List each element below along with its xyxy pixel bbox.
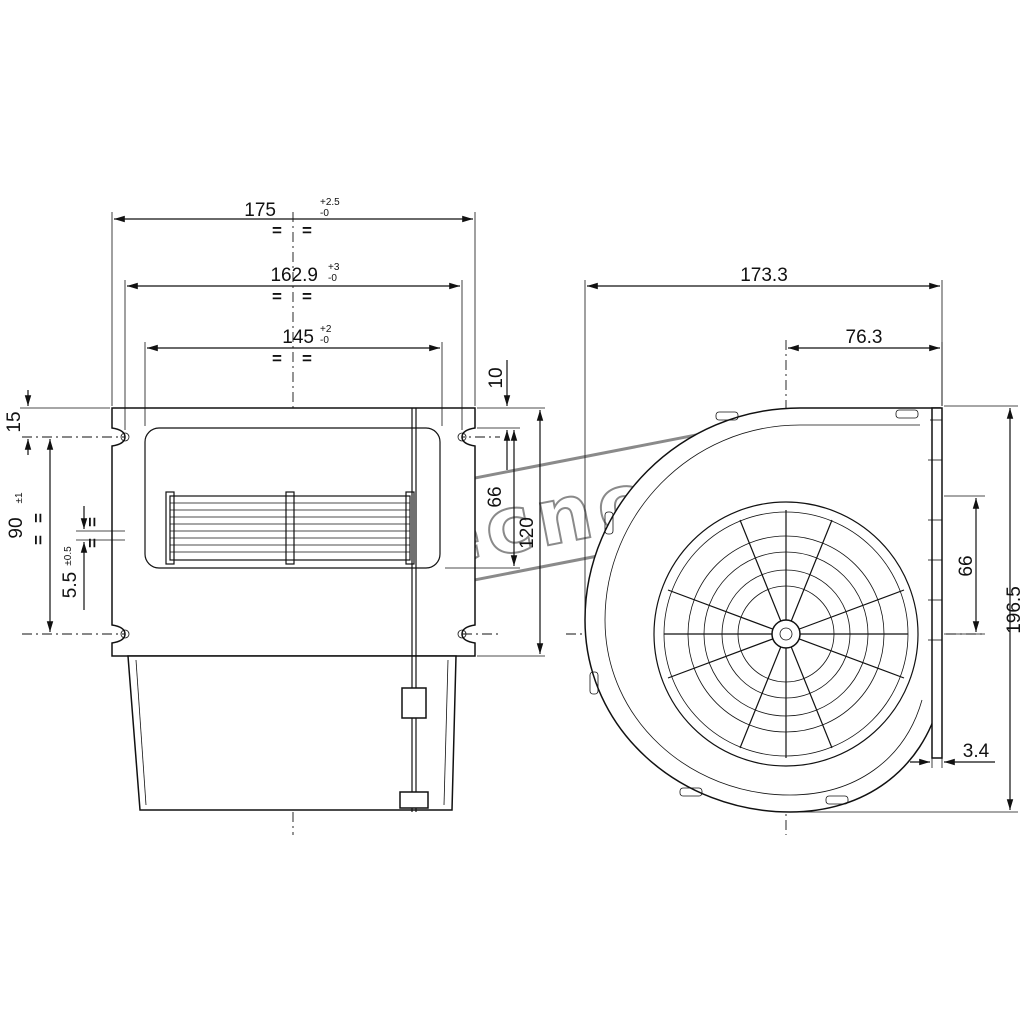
dim-front-outlet-total: 120	[517, 517, 538, 549]
dim-front-left-top: 15	[4, 411, 25, 432]
side-view: 173.3 76.3 66 196.5 3.4	[566, 265, 1024, 835]
dim-front-outlet-height: 66	[485, 486, 506, 507]
equal-mark: =	[83, 538, 102, 548]
equal-mark: =	[302, 349, 312, 368]
dim-side-offset-small: 3.4	[963, 741, 990, 762]
tol-front-width-opening-upper: +2	[320, 324, 332, 335]
dim-front-flange-top: 10	[486, 367, 507, 388]
tol-front-width-mount-lower: -0	[328, 273, 337, 284]
tol-front-hole-dia: ±0.5	[63, 546, 74, 566]
equal-mark: =	[83, 517, 102, 527]
dim-side-height-overall: 196.5	[1004, 586, 1024, 634]
dim-side-width-overall: 173.3	[740, 265, 788, 286]
equal-mark: =	[29, 535, 48, 545]
equal-mark: =	[272, 349, 282, 368]
dim-side-axis-offset: 76.3	[846, 327, 883, 348]
dim-front-width-opening: 145	[282, 327, 314, 348]
front-view: 175 +2.5 -0 = = 162.9 +3 -0 = = 145 +2 -…	[4, 197, 545, 835]
dim-front-hole-dia: 5.5	[60, 572, 81, 598]
equal-mark: =	[29, 513, 48, 523]
dim-front-width-mount: 162.9	[270, 265, 318, 286]
equal-mark: =	[272, 287, 282, 306]
tol-front-width-mount-upper: +3	[328, 262, 340, 273]
tol-front-width-overall-lower: -0	[320, 208, 329, 219]
equal-mark: =	[302, 221, 312, 240]
dim-front-hole-spacing: 90	[6, 517, 27, 538]
equal-mark: =	[302, 287, 312, 306]
equal-mark: =	[272, 221, 282, 240]
dim-side-outlet-height: 66	[956, 555, 977, 576]
grille-spokes	[664, 510, 908, 758]
connector-icon	[399, 791, 429, 809]
tol-front-width-opening-lower: -0	[320, 335, 329, 346]
hub-icon	[771, 619, 801, 649]
dim-front-width-overall: 175	[244, 200, 276, 221]
connector-icon	[401, 687, 427, 719]
tol-front-width-overall-upper: +2.5	[320, 197, 340, 208]
tol-front-hole-spacing: ±1	[14, 492, 25, 503]
